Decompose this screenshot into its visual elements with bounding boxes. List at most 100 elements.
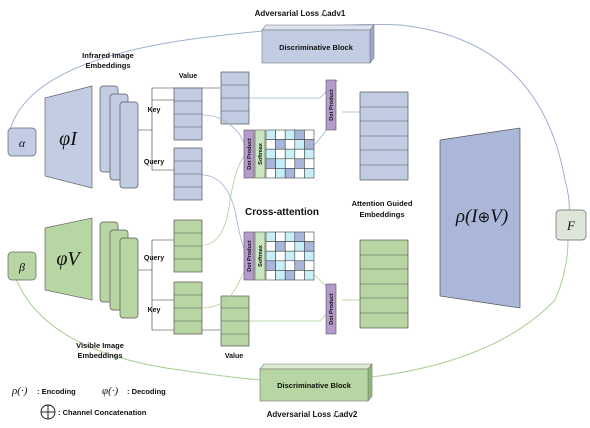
- svg-text:α: α: [19, 136, 26, 150]
- bottom-softmax-label: Softmax: [258, 244, 264, 267]
- attention-cell: [304, 250, 315, 262]
- visible-embedding-stack: [99, 221, 139, 319]
- attention-cell: [294, 241, 305, 252]
- attention-cell: [275, 148, 286, 160]
- attention-cell: [294, 231, 305, 242]
- discriminative-block-top-label: Discriminative Block: [279, 43, 354, 52]
- top-key-block: [173, 87, 203, 141]
- discriminative-block-bottom: Discriminative Block: [259, 363, 373, 402]
- attention-cell: [275, 250, 286, 262]
- attention-cell: [304, 270, 315, 281]
- attention-cell: [284, 148, 296, 160]
- attention-cell: [265, 139, 276, 150]
- bottom-attention-map: [265, 231, 315, 281]
- attention-cell: [304, 231, 315, 242]
- visible-embeddings-label-1: Visible Image: [76, 341, 124, 350]
- attention-cell: [284, 139, 296, 150]
- fused-output: F: [555, 209, 587, 241]
- attention-cell: [304, 158, 315, 169]
- attention-cell: [304, 168, 315, 179]
- legend-decoding-text: : Decoding: [127, 387, 166, 396]
- attention-cell: [275, 231, 286, 242]
- attention-cell: [275, 168, 286, 179]
- attention-cell: [294, 129, 305, 140]
- guided-embeddings-label-1: Attention Guided: [352, 199, 413, 208]
- value-label-bottom: Value: [225, 353, 243, 360]
- alpha-input: α: [7, 127, 37, 157]
- decoder-label: ρ(I⊕V): [455, 206, 508, 227]
- infrared-encoder-label: φI: [59, 128, 78, 150]
- legend-encoding-symbol: ρ(·): [11, 385, 28, 397]
- legend-encoding-text: : Encoding: [37, 387, 76, 396]
- top-softmax-label: Softmax: [258, 142, 264, 165]
- key-label-bottom: Key: [148, 307, 161, 314]
- adversarial-loss-bottom: Adversarial Loss ℒadv2: [267, 410, 358, 419]
- attention-cell: [265, 231, 276, 242]
- discriminative-block-top: Discriminative Block: [261, 24, 375, 64]
- svg-text:F: F: [566, 218, 576, 233]
- attention-cell: [294, 168, 305, 179]
- infrared-embeddings-label-2: Embeddings: [85, 61, 130, 70]
- attention-cell: [275, 241, 286, 252]
- attention-cell: [265, 168, 276, 179]
- infrared-embedding-stack: [99, 85, 139, 189]
- guided-embeddings-label-2: Embeddings: [359, 210, 404, 219]
- attention-cell: [275, 270, 286, 281]
- attention-cell: [275, 260, 286, 271]
- cross-attention-label: Cross-attention: [245, 207, 319, 218]
- infrared-encoder: φI: [44, 85, 93, 189]
- bottom-value-block: [220, 295, 250, 347]
- top-right-dot-product: Dot Product: [325, 79, 337, 131]
- attention-cell: [304, 148, 315, 160]
- svg-text:β: β: [18, 260, 25, 274]
- attention-cell: [294, 148, 305, 160]
- attention-cell: [294, 250, 305, 262]
- svg-text:Dot Product: Dot Product: [329, 293, 335, 325]
- concat-icon: [40, 404, 56, 420]
- top-query-block: [173, 147, 203, 201]
- legend: ρ(·) : Encoding φ(·) : Decoding : Channe…: [11, 385, 166, 420]
- attention-cell: [265, 158, 276, 169]
- top-attention-map: [265, 129, 315, 179]
- visible-embeddings-label-2: Embeddings: [77, 351, 122, 360]
- value-label-top: Value: [179, 73, 197, 80]
- attention-cell: [265, 260, 276, 271]
- bottom-right-dot-product: Dot Product: [325, 283, 337, 335]
- discriminative-block-bottom-label: Discriminative Block: [277, 381, 352, 390]
- attention-cell: [294, 270, 305, 281]
- svg-text:Dot Product: Dot Product: [329, 89, 335, 121]
- bottom-key-block: [173, 281, 203, 335]
- attention-cell: [265, 129, 276, 140]
- visible-encoder-label: φV: [56, 248, 82, 270]
- beta-input: β: [7, 251, 37, 281]
- top-attention-unit: Dot Product Softmax: [243, 129, 266, 179]
- attention-cell: [275, 129, 286, 140]
- fusion-decoder: ρ(I⊕V): [439, 127, 521, 309]
- legend-decoding-symbol: φ(·): [102, 385, 118, 397]
- attention-cell: [275, 158, 286, 169]
- attention-cell: [304, 241, 315, 252]
- query-label-top: Query: [144, 159, 164, 166]
- attention-cell: [284, 168, 296, 179]
- query-label-bottom: Query: [144, 255, 164, 262]
- attention-cell: [284, 270, 296, 281]
- infrared-outer-arc: [9, 24, 570, 226]
- infrared-embeddings-label-1: Infrared Image: [82, 51, 134, 60]
- attention-cell: [284, 260, 296, 271]
- key-label-top: Key: [148, 107, 161, 114]
- bottom-dot-product-label: Dot Product: [247, 240, 253, 272]
- attention-cell: [275, 139, 286, 150]
- attention-cell: [304, 139, 315, 150]
- attention-guided-embedding-bottom: [359, 239, 409, 329]
- bottom-query-block: [173, 219, 203, 273]
- attention-cell: [284, 158, 296, 169]
- attention-guided-embedding-top: [359, 91, 409, 181]
- attention-cell: [284, 231, 296, 242]
- attention-cell: [304, 129, 315, 140]
- attention-cell: [265, 148, 276, 160]
- attention-cell: [265, 270, 276, 281]
- attention-cell: [294, 139, 305, 150]
- attention-cell: [284, 250, 296, 262]
- attention-cell: [265, 241, 276, 252]
- visible-encoder: φV: [44, 217, 93, 301]
